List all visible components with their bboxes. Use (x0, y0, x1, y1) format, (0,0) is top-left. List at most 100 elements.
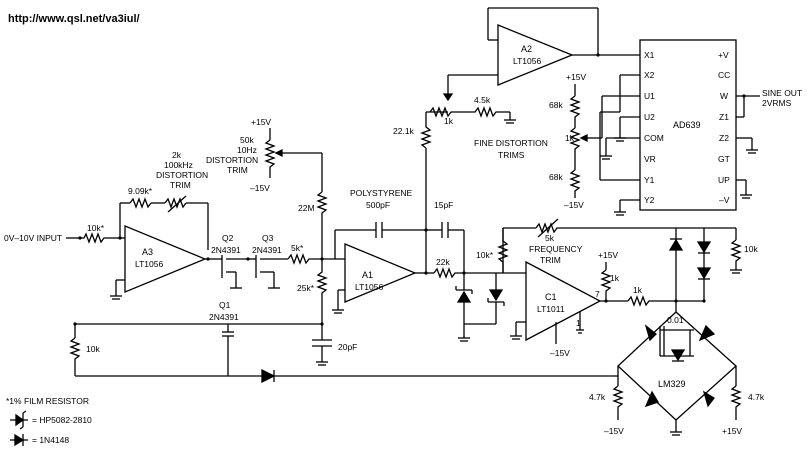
svg-text:10Hz: 10Hz (237, 145, 257, 155)
svg-text:AD639: AD639 (673, 120, 701, 130)
svg-text:POLYSTYRENE: POLYSTYRENE (350, 188, 413, 198)
svg-text:4.7k: 4.7k (589, 392, 606, 402)
svg-text:2N4391: 2N4391 (209, 312, 239, 322)
opamp-a3 (124, 225, 207, 293)
resistor-1k-c1 (600, 269, 612, 301)
a2-section: A2 LT1056 1k 4.5k +15V 68k 1k 68k –15V F… (429, 7, 640, 210)
diode-bottom (261, 368, 276, 384)
svg-text:22k: 22k (436, 257, 450, 267)
resistor-68k-bot (569, 169, 581, 198)
opamp-a2 (497, 24, 574, 86)
svg-text:2k: 2k (172, 150, 182, 160)
svg-text:A2: A2 (521, 44, 532, 54)
svg-text:Q2: Q2 (222, 233, 234, 243)
svg-text:TRIM: TRIM (170, 180, 191, 190)
svg-text:LT1056: LT1056 (513, 56, 541, 66)
svg-text:+15V: +15V (722, 426, 742, 436)
svg-text:10k*: 10k* (476, 250, 494, 260)
resistor-4-5k (460, 106, 510, 118)
legend-note: *1% FILM RESISTOR (6, 396, 89, 406)
svg-text:Z1: Z1 (719, 112, 729, 122)
svg-text:2N4391: 2N4391 (252, 245, 282, 255)
ad639-section: AD639 X1 X2 U1 U2 COM VR Y1 Y2 +V CC W Z… (599, 39, 802, 216)
resistor-22k (433, 267, 464, 279)
pot-1k (429, 106, 460, 118)
trim-5k-freq (535, 222, 676, 234)
resistor-9-09k (129, 197, 152, 209)
resistor-25k (316, 259, 328, 324)
diode-1n4148-icon (14, 433, 25, 447)
svg-text:22M: 22M (298, 203, 315, 213)
resistor-10k-freq (497, 228, 509, 273)
svg-text:100kHz: 100kHz (164, 160, 193, 170)
svg-text:TRIMS: TRIMS (498, 150, 525, 160)
svg-text:= HP5082-2810: = HP5082-2810 (32, 415, 92, 425)
resistor-10k-right (730, 239, 742, 270)
opamp-a1 (344, 243, 417, 303)
chip-ad639 (639, 39, 737, 211)
input-section: 0V–10V INPUT 10k* 9.09k* 2k 100kHz DISTO… (4, 150, 212, 300)
svg-text:7: 7 (595, 289, 600, 299)
comparator-section: 10k* 5k FREQUENCY TRIM C1 LT1011 1 –15V … (476, 218, 678, 358)
svg-text:A3: A3 (142, 247, 153, 257)
svg-text:U2: U2 (644, 112, 655, 122)
header-url: http://www.qsl.net/va3iul/ (8, 13, 140, 25)
svg-text:4.5k: 4.5k (474, 95, 491, 105)
svg-text:A1: A1 (362, 270, 373, 280)
svg-text:22.1k: 22.1k (393, 126, 415, 136)
svg-text:LT1056: LT1056 (355, 282, 383, 292)
resistor-10k-input (80, 232, 108, 244)
svg-text:X2: X2 (644, 70, 655, 80)
input-label: 0V–10V INPUT (4, 233, 62, 243)
svg-text:DISTORTION: DISTORTION (156, 170, 208, 180)
svg-text:1k: 1k (610, 273, 620, 283)
legend: *1% FILM RESISTOR = HP5082-2810 = 1N4148 (6, 396, 92, 447)
comparator-c1 (525, 260, 602, 342)
svg-text:20pF: 20pF (338, 342, 357, 352)
svg-text:COM: COM (644, 133, 664, 143)
svg-text:5k*: 5k* (291, 243, 304, 253)
svg-text:25k*: 25k* (297, 283, 315, 293)
svg-text:CC: CC (718, 70, 730, 80)
resistor-5k (287, 253, 322, 265)
svg-text:GT: GT (718, 154, 730, 164)
svg-text:2N4391: 2N4391 (211, 245, 241, 255)
svg-text:500pF: 500pF (366, 200, 390, 210)
svg-text:SINE OUT: SINE OUT (762, 88, 802, 98)
svg-text:–15V: –15V (250, 183, 270, 193)
hp-diode-icon (15, 413, 25, 427)
svg-text:15pF: 15pF (434, 200, 453, 210)
svg-text:1k: 1k (444, 116, 454, 126)
svg-text:10k: 10k (744, 244, 758, 254)
svg-text:10k: 10k (86, 344, 100, 354)
svg-text:2VRMS: 2VRMS (762, 98, 792, 108)
svg-text:LT1011: LT1011 (537, 304, 565, 314)
resistor-22-1k (420, 112, 432, 149)
svg-text:LT1056: LT1056 (135, 259, 163, 269)
resistor-1k-out (627, 295, 676, 307)
svg-text:UP: UP (718, 175, 730, 185)
svg-text:TRIM: TRIM (227, 165, 248, 175)
bias-section: +15V 50k 10Hz DISTORTION TRIM –15V 22M 2… (206, 117, 357, 366)
svg-text:U1: U1 (644, 91, 655, 101)
svg-text:1k: 1k (565, 133, 575, 143)
resistor-22m (316, 191, 328, 259)
svg-text:10k*: 10k* (87, 223, 105, 233)
svg-text:W: W (720, 91, 728, 101)
jfet-section: Q2 2N4391 Q3 2N4391 5k* Q1 2N4391 10k (69, 233, 612, 384)
svg-text:+15V: +15V (566, 72, 586, 82)
svg-text:FINE DISTORTION: FINE DISTORTION (474, 138, 548, 148)
svg-text:TRIM: TRIM (540, 255, 561, 265)
svg-text:+15V: +15V (598, 250, 618, 260)
svg-text:68k: 68k (549, 172, 563, 182)
pot-1k-fine (569, 127, 581, 170)
resistor-4-7k-right (730, 385, 742, 420)
svg-text:= 1N4148: = 1N4148 (32, 435, 69, 445)
resistor-4-7k-left (612, 385, 624, 420)
svg-text:50k: 50k (240, 135, 254, 145)
svg-text:X1: X1 (644, 50, 655, 60)
svg-text:68k: 68k (549, 100, 563, 110)
svg-text:Q1: Q1 (219, 300, 231, 310)
svg-text:9.09k*: 9.09k* (128, 186, 153, 196)
